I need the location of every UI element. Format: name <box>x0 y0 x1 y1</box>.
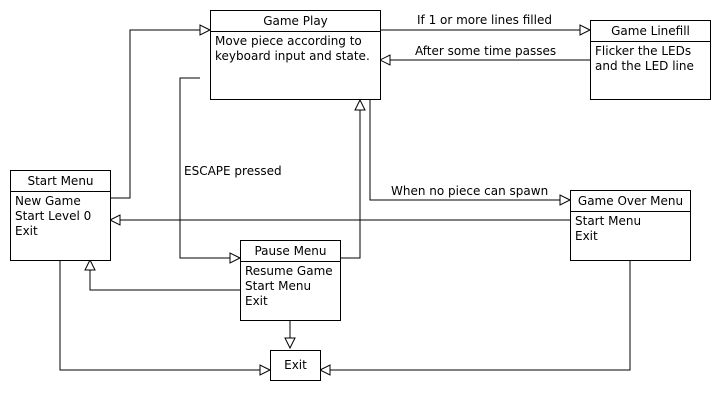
arrowhead <box>108 214 121 226</box>
state-line: Start Menu <box>575 214 642 228</box>
arrowhead <box>559 194 572 206</box>
state-line: New Game <box>15 194 81 208</box>
arrowhead <box>84 258 96 271</box>
arrowhead <box>229 252 242 264</box>
state-title: Exit <box>284 358 307 372</box>
state-line: Start Level 0 <box>15 209 92 223</box>
label-escape-pressed: ESCAPE pressed <box>184 164 282 178</box>
state-line: Start Menu <box>245 279 312 293</box>
state-pause-menu: Pause Menu Resume Game Start Menu Exit <box>240 240 341 321</box>
edge-gameover-to-exit <box>330 260 631 371</box>
arrowhead <box>199 24 212 36</box>
label-no-piece-spawn: When no piece can spawn <box>391 184 549 198</box>
state-line: Flicker the LEDs <box>595 44 692 58</box>
edge-gameplay-to-gameover <box>369 100 560 201</box>
state-title: Start Menu <box>11 171 110 192</box>
state-exit: Exit <box>270 350 321 381</box>
state-line: Exit <box>575 229 598 243</box>
edge-start-to-gameplay <box>110 29 200 199</box>
state-line: Move piece according to <box>215 34 362 48</box>
state-line: Resume Game <box>245 264 333 278</box>
arrowhead <box>378 54 391 66</box>
label-time-passes: After some time passes <box>415 44 557 58</box>
edge-gameplay-to-pause <box>179 77 230 259</box>
state-game-over-menu: Game Over Menu Start Menu Exit <box>570 190 691 261</box>
state-title: Game Over Menu <box>571 191 690 212</box>
state-game-play: Game Play Move piece according to keyboa… <box>210 10 381 100</box>
arrowhead <box>318 364 331 376</box>
state-line: Exit <box>245 294 268 308</box>
arrowhead <box>284 337 296 350</box>
edge-pause-to-gameplay <box>340 110 361 259</box>
edge-start-to-exit <box>59 260 260 371</box>
state-line: and the LED line <box>595 59 694 73</box>
state-title: Game Linefill <box>591 21 710 42</box>
arrowhead <box>259 364 272 376</box>
edge-pause-to-start <box>89 270 240 291</box>
state-title: Pause Menu <box>241 241 340 262</box>
state-start-menu: Start Menu New Game Start Level 0 Exit <box>10 170 111 261</box>
state-line: Exit <box>15 224 38 238</box>
arrowhead <box>579 24 592 36</box>
arrowhead <box>354 98 366 111</box>
state-game-linefill: Game Linefill Flicker the LEDs and the L… <box>590 20 711 100</box>
label-lines-filled: If 1 or more lines filled <box>417 13 552 27</box>
state-title: Game Play <box>211 11 380 32</box>
state-line: keyboard input and state. <box>215 49 370 63</box>
